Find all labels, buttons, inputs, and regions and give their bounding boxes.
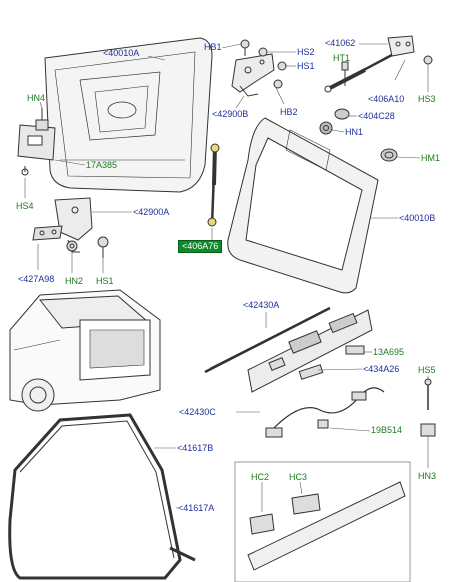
bracket-41062 [387,35,415,57]
label-hm1: HM1 [421,153,441,163]
label-hs2: HS2 [297,47,315,57]
screw-hs1-bottom [97,236,109,258]
trim-strip-42430a [204,306,331,374]
nut-hn2 [66,240,78,252]
hinge-bracket-42900b [231,53,275,97]
bumper-404c28 [334,108,350,120]
wiring-harness-19b514 [265,387,385,438]
bolt-hb2 [273,79,283,89]
label-41062: <41062 [325,38,356,48]
upper-tailgate-panel [44,37,213,193]
lower-tailgate-frame [227,117,379,294]
label-42430c: <42430C [179,407,216,417]
label-hc3: HC3 [289,472,308,482]
label-40010b: <40010B [399,213,436,223]
screw-hs2 [258,47,268,57]
vehicle-rear-view [9,289,161,412]
label-434a26: <434A26 [363,364,400,374]
label-hn3: HN3 [418,471,437,481]
label-hb1: HB1 [204,42,222,52]
hinge-bracket-42900a [32,197,93,253]
label-hn2: HN2 [65,276,84,286]
label-hn4: HN4 [27,93,46,103]
label-ht1: HT1 [333,53,351,63]
label-404c28: <404C28 [358,111,395,121]
label-hs4: HS4 [16,201,34,211]
nut-hn1 [319,121,333,135]
label-hb2: HB2 [280,107,298,117]
label-406a10: <406A10 [368,94,405,104]
label-41617b: <41617B [177,443,214,453]
grommet-hm1 [380,148,398,162]
lamp-434a26 [298,364,324,380]
label-42900b: <42900B [212,109,249,119]
seal-41617a [169,546,196,562]
fastener-ht1 [341,61,349,86]
label-hs1-top: HS1 [297,61,315,71]
label-hs3: HS3 [418,94,436,104]
label-hc2: HC2 [251,472,270,482]
label-427a98: <427A98 [18,274,55,284]
label-13a695: 13A695 [373,347,405,357]
label-42900a: <42900A [133,207,170,217]
label-hs1-bottom: HS1 [96,276,114,286]
handle-assembly-42430c [247,309,373,393]
screw-hs3 [423,55,433,65]
label-41617a: <41617A [178,503,215,513]
label-40010a: <40010A [103,48,140,58]
screw-hs5 [424,378,432,410]
clip-hn4 [35,108,49,131]
label-hs5: HS5 [418,365,436,375]
switch-13a695 [345,345,365,355]
label-406a76[interactable]: <406A76 [178,240,223,253]
strut-406a76 [207,143,220,227]
nut-hn3 [420,423,436,437]
label-hn1: HN1 [345,127,364,137]
label-42430a: <42430A [243,300,280,310]
label-19b514: 19B514 [371,425,403,435]
screw-hs1-top [277,61,287,71]
weatherstrip-41617b [8,413,182,580]
label-17a385: 17A385 [86,160,118,170]
lower-trim-panel [234,461,411,582]
bolt-hb1 [240,39,250,56]
